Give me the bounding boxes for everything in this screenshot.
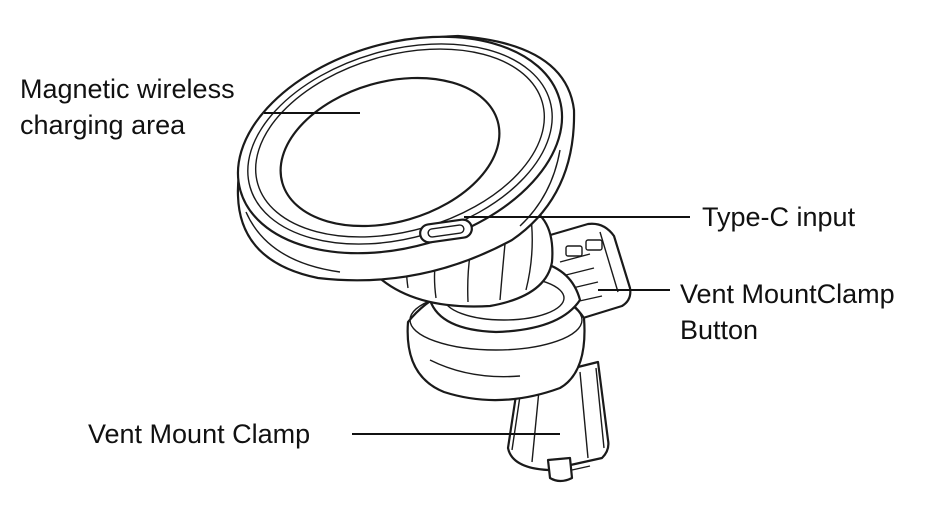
charging-head [236,34,576,282]
type-c-port [419,218,473,244]
label-charging-area: Magnetic wireless charging area [20,71,235,143]
label-vent-clamp: Vent Mount Clamp [88,419,311,449]
label-type-c: Type-C input [702,202,856,232]
label-charging-area-line2: charging area [20,110,186,140]
label-vent-button-line1: Vent MountClamp [680,279,895,309]
label-vent-button: Vent MountClamp Button [680,276,895,348]
label-charging-area-line1: Magnetic wireless [20,74,235,104]
label-vent-button-line2: Button [680,315,759,345]
